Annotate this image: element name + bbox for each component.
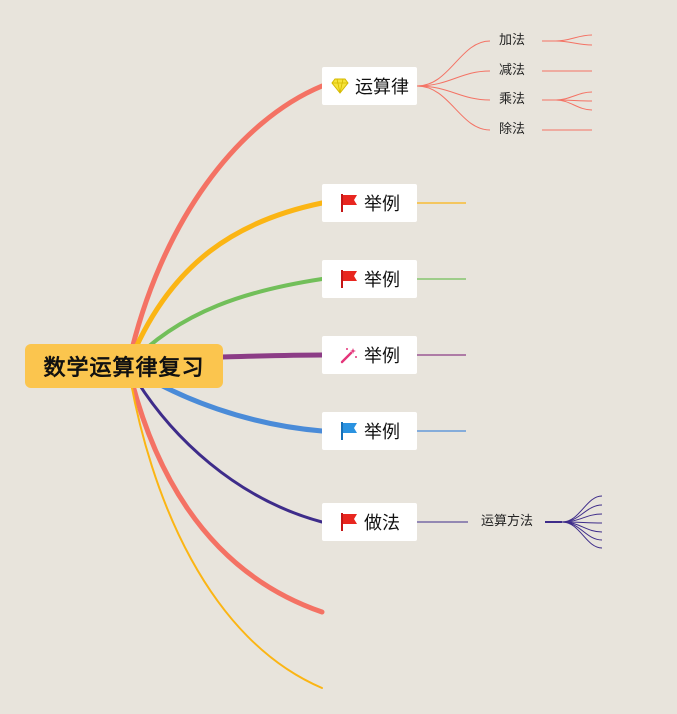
node-example-4-label: 举例 bbox=[364, 422, 400, 443]
node-rules-label: 运算律 bbox=[355, 77, 409, 98]
node-example-2-label: 举例 bbox=[364, 270, 400, 291]
node-example-1-label: 举例 bbox=[364, 194, 400, 215]
leaf-multiplication[interactable]: 乘法 bbox=[499, 92, 526, 107]
node-example-1[interactable]: 举例 bbox=[322, 184, 417, 222]
node-method-label: 做法 bbox=[364, 513, 400, 534]
operation-stubs bbox=[542, 34, 593, 131]
node-example-4[interactable]: 举例 bbox=[322, 412, 417, 450]
leaf-division[interactable]: 除法 bbox=[499, 122, 526, 137]
red-flag-icon bbox=[339, 512, 359, 532]
branch-line-extra-yellow bbox=[127, 365, 323, 689]
node-example-3-label: 举例 bbox=[364, 346, 400, 367]
root-topic-label: 数学运算律复习 bbox=[43, 356, 205, 381]
root-topic[interactable]: 数学运算律复习 bbox=[25, 344, 223, 388]
node-example-2[interactable]: 举例 bbox=[322, 260, 417, 298]
node-method[interactable]: 做法 bbox=[322, 503, 417, 541]
branch-line-example-1 bbox=[125, 200, 325, 369]
magic-wand-icon bbox=[339, 345, 359, 365]
red-flag-icon bbox=[339, 193, 359, 213]
leaf-addition[interactable]: 加法 bbox=[499, 33, 526, 48]
leaf-calculation-method[interactable]: 运算方法 bbox=[481, 514, 534, 529]
node-example-3[interactable]: 举例 bbox=[322, 336, 417, 374]
branch-line-example-3 bbox=[219, 352, 325, 360]
rules-subbranches bbox=[416, 40, 491, 131]
leaf-subtraction[interactable]: 减法 bbox=[499, 63, 526, 78]
branch-line-extra-red bbox=[125, 363, 325, 615]
branch-line-method bbox=[126, 364, 324, 524]
branch-line-rules bbox=[125, 83, 325, 369]
method-subbranches bbox=[417, 495, 603, 549]
diamond-icon bbox=[330, 76, 350, 96]
red-flag-icon bbox=[339, 269, 359, 289]
blue-flag-icon bbox=[339, 421, 359, 441]
node-rules[interactable]: 运算律 bbox=[322, 67, 417, 105]
